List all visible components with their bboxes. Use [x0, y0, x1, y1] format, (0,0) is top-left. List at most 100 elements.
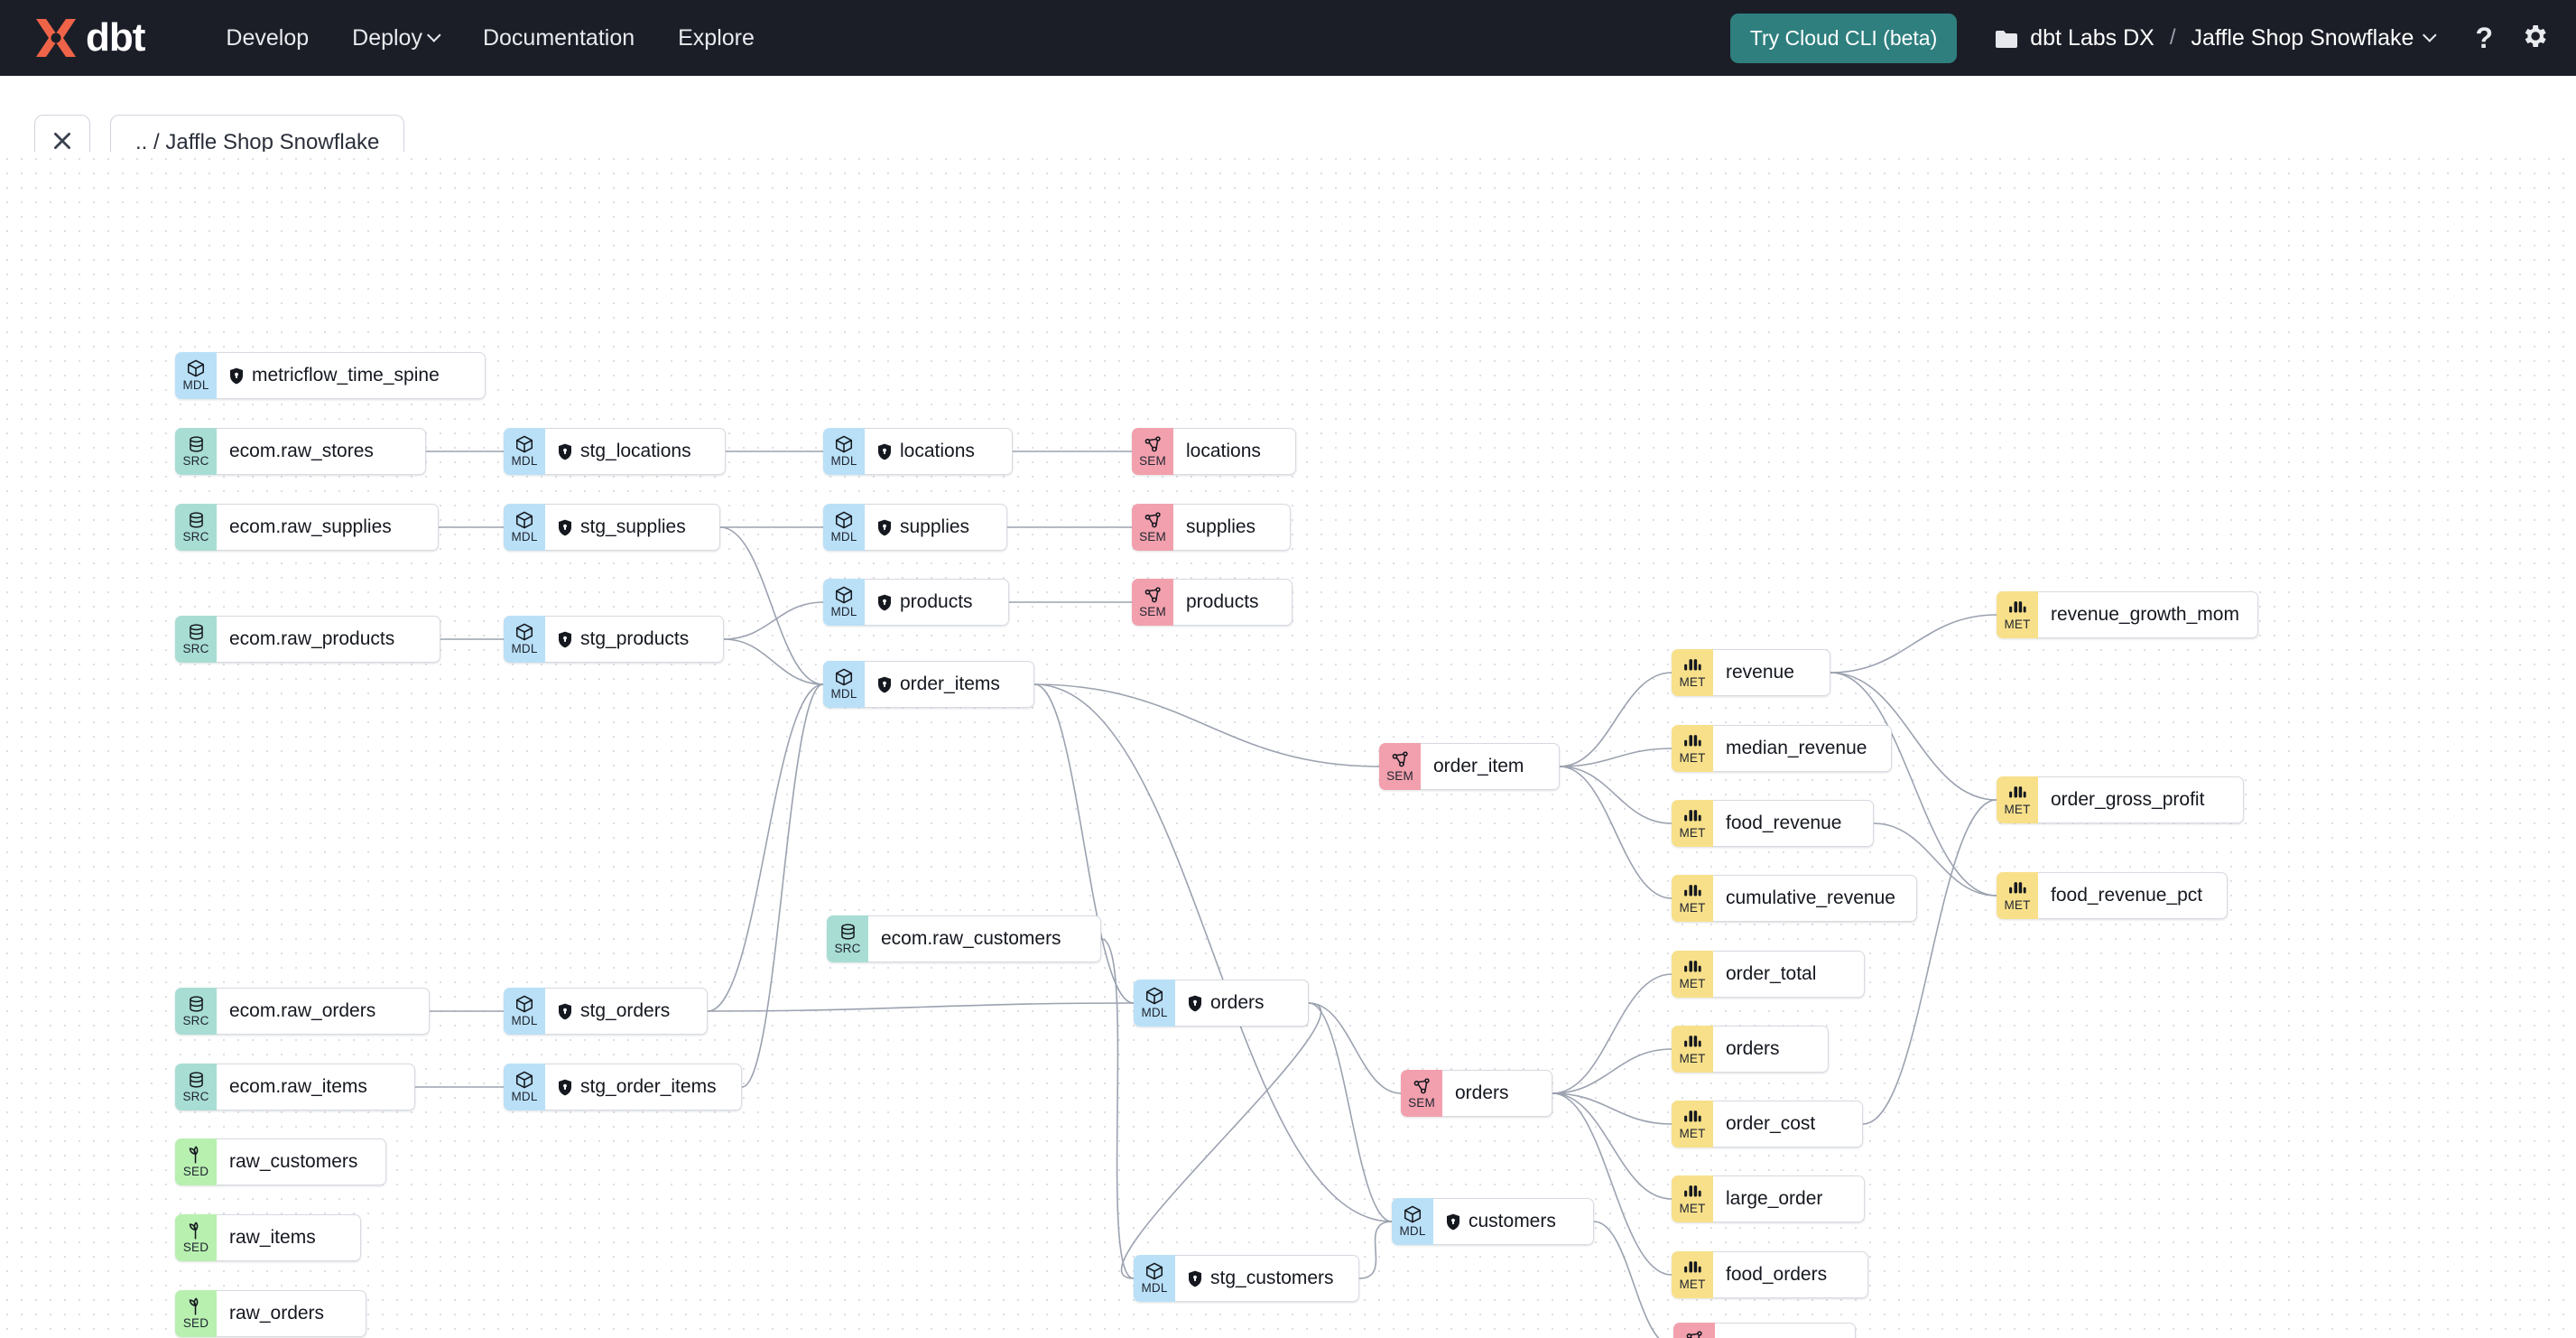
- lineage-edge: [1552, 1092, 1673, 1125]
- node-body: products: [1173, 579, 1293, 626]
- contract-shield-icon: [877, 676, 892, 693]
- node-type-badge-met: MET: [1672, 1026, 1713, 1073]
- node-type-label: MDL: [511, 1090, 538, 1104]
- lineage-edge: [1862, 799, 1997, 1125]
- contract-shield-icon: [1188, 1270, 1202, 1287]
- nav-item-deploy[interactable]: Deploy: [352, 24, 441, 51]
- lineage-edge: [1559, 672, 1673, 767]
- node-body: stg_supplies: [545, 504, 720, 551]
- node-label: cumulative_revenue: [1726, 887, 1895, 908]
- met-icon: [1682, 1033, 1702, 1051]
- nav-item-documentation[interactable]: Documentation: [483, 25, 635, 51]
- node-type-label: MET: [1679, 751, 1706, 766]
- node-body: large_order: [1713, 1175, 1865, 1222]
- nav-item-develop[interactable]: Develop: [226, 25, 309, 51]
- node-type-badge-src: SRC: [175, 504, 217, 551]
- help-icon[interactable]: ?: [2475, 21, 2493, 54]
- try-cloud-cli-button[interactable]: Try Cloud CLI (beta): [1729, 13, 1958, 63]
- node-type-label: MET: [1679, 826, 1706, 841]
- contract-shield-icon: [1188, 995, 1202, 1012]
- node-label: supplies: [1186, 516, 1256, 537]
- node-type-badge-mdl: MDL: [823, 661, 865, 708]
- node-type-badge-met: MET: [1672, 1175, 1713, 1222]
- node-type-badge-mdl: MDL: [823, 579, 865, 626]
- lineage-edge: [1120, 1002, 1322, 1279]
- sed-icon: [186, 1146, 206, 1164]
- node-type-label: MDL: [511, 642, 538, 656]
- met-icon: [1682, 958, 1702, 976]
- gear-icon[interactable]: [2520, 22, 2549, 55]
- node-type-label: MET: [1679, 1127, 1706, 1141]
- nav-item-explore[interactable]: Explore: [678, 25, 755, 51]
- node-label: locations: [1186, 441, 1261, 461]
- node-label: stg_supplies: [580, 516, 686, 537]
- dag-node-sem_customers[interactable]: SEMcustomers: [1673, 1323, 1856, 1338]
- node-body: metricflow_time_spine: [217, 352, 486, 399]
- contract-shield-icon: [1446, 1213, 1460, 1231]
- project-breadcrumb[interactable]: dbt Labs DX / Jaffle Shop Snowflake: [1995, 25, 2438, 51]
- nav-item-deploy-label: Deploy: [352, 24, 422, 51]
- node-body: food_revenue_pct: [2038, 872, 2228, 919]
- project-chevron-down-icon[interactable]: [2423, 27, 2438, 42]
- mdl-icon: [514, 1071, 534, 1089]
- node-type-badge-mdl: MDL: [823, 428, 865, 475]
- contract-shield-icon: [558, 443, 572, 460]
- sem-icon: [1412, 1077, 1432, 1095]
- node-label: products: [1186, 591, 1259, 612]
- navbar-right-group: Try Cloud CLI (beta) dbt Labs DX / Jaffl…: [1729, 13, 2549, 63]
- node-type-label: SED: [182, 1316, 209, 1331]
- node-label: revenue: [1726, 662, 1794, 683]
- mdl-icon: [1144, 1262, 1164, 1280]
- lineage-edge: [1830, 614, 1997, 674]
- node-label: raw_items: [229, 1227, 316, 1248]
- dbt-logo[interactable]: dbt: [31, 15, 145, 60]
- nav-item-explore-label: Explore: [678, 24, 755, 51]
- lineage-edge: [1033, 683, 1393, 1222]
- node-type-label: MDL: [1399, 1224, 1426, 1239]
- node-body: supplies: [1173, 504, 1291, 551]
- node-type-label: MET: [2004, 618, 2031, 632]
- close-icon: [51, 129, 74, 157]
- contract-shield-icon: [877, 443, 892, 460]
